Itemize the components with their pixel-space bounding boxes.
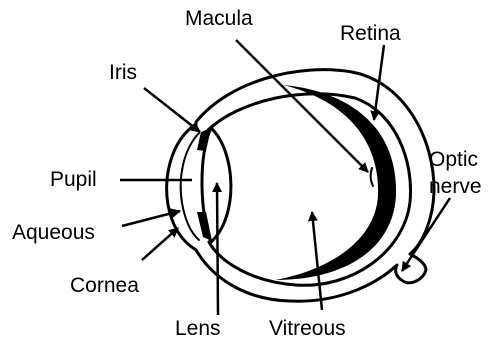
lens-leader (217, 183, 218, 315)
label-aqueous: Aqueous (12, 221, 95, 244)
label-optic-nerve-line2: nerve (429, 175, 482, 198)
label-lens: Lens (175, 317, 221, 340)
cornea-leader (142, 228, 178, 260)
retina-layer (275, 85, 396, 280)
aqueous-chamber (181, 133, 199, 240)
macula-mark (371, 168, 373, 186)
label-macula: Macula (185, 7, 253, 30)
label-optic-nerve-line1: Optic (429, 148, 478, 171)
iris-leader (144, 88, 200, 132)
vitreous-leader (312, 212, 322, 310)
label-vitreous: Vitreous (269, 317, 346, 340)
label-cornea: Cornea (70, 274, 139, 297)
label-iris: Iris (109, 61, 137, 84)
label-retina: Retina (340, 22, 401, 45)
label-pupil: Pupil (50, 168, 97, 191)
